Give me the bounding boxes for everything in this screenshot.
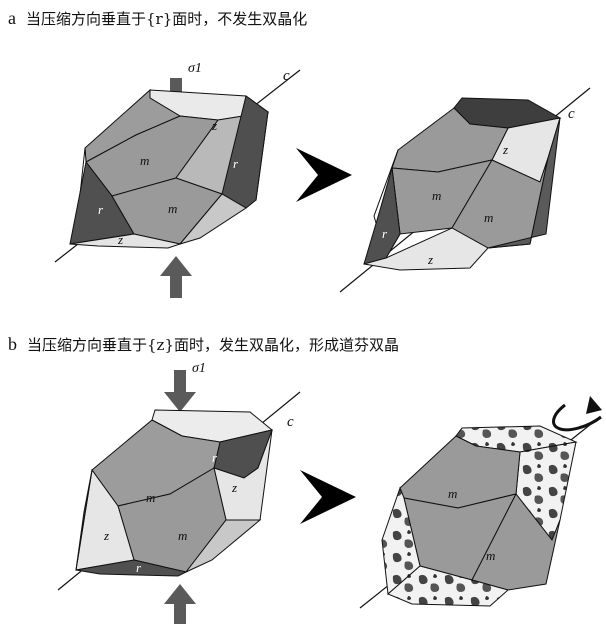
panel-a-left-crystal: c σ1 z m r r m z — [54, 61, 301, 298]
label-r-left: r — [98, 202, 104, 217]
face-lower-right — [178, 193, 247, 245]
c-axis-label: c — [287, 414, 294, 430]
caption-b-text: 当压缩方向垂直于{z}面时，发生双晶化，形成道芬双晶 — [27, 336, 399, 354]
label-m-upper: m — [146, 490, 155, 505]
label-r-bottom: r — [136, 560, 142, 575]
label-m-upper: m — [448, 486, 457, 501]
panel-letter-a: a — [8, 8, 16, 28]
panel-letter-b: b — [8, 334, 17, 354]
label-r-left: r — [382, 226, 388, 241]
face-right-dark — [487, 117, 561, 249]
label-z-right: z — [231, 480, 237, 495]
caption-b: b 当压缩方向垂直于{z}面时，发生双晶化，形成道芬双晶 — [8, 334, 399, 355]
face-lower-right — [185, 519, 262, 573]
label-z-top: z — [211, 118, 217, 133]
label-m-lower: m — [484, 210, 493, 225]
c-axis-label: c — [568, 106, 575, 122]
label-r-top: r — [212, 450, 218, 465]
label-z-bottom: z — [427, 252, 433, 267]
label-m-lower: m — [168, 201, 177, 216]
label-z-bottom: z — [117, 232, 123, 247]
face-r-right — [221, 95, 269, 209]
sigma-label: σ1 — [192, 361, 206, 376]
transformation-arrowhead-b — [300, 470, 356, 524]
rotation-arrow-head — [586, 396, 602, 414]
c-axis-label: c — [283, 68, 290, 84]
sigma-label: σ1 — [188, 61, 202, 76]
face-r-bottom — [75, 559, 188, 577]
label-m-lower: m — [178, 528, 187, 543]
label-m-upper: m — [140, 153, 149, 168]
face-z-bottom — [69, 233, 182, 249]
panel-b-left-crystal: c σ1 r m z z m r — [57, 361, 301, 624]
caption-a: a 当压缩方向垂直于{r}面时，不发生双晶化 — [8, 8, 307, 29]
rotation-arrow — [552, 403, 602, 432]
label-z-left: z — [103, 528, 109, 543]
face-bottom-mottled — [387, 565, 510, 607]
label-r-right: r — [233, 156, 239, 171]
caption-a-text: 当压缩方向垂直于{r}面时，不发生双晶化 — [26, 10, 308, 28]
panel-a-right-crystal: c z m r m z — [339, 87, 591, 293]
compression-arrow-top — [164, 370, 196, 412]
face-left-dark — [75, 469, 93, 571]
panel-b-right-crystal: m m — [359, 396, 602, 609]
label-z-top: z — [502, 142, 508, 157]
label-m-lower: m — [486, 548, 495, 563]
label-m-upper: m — [432, 188, 441, 203]
transformation-arrowhead-a — [296, 148, 352, 202]
compression-arrow-bottom — [164, 584, 196, 624]
compression-arrow-bottom — [160, 256, 192, 298]
